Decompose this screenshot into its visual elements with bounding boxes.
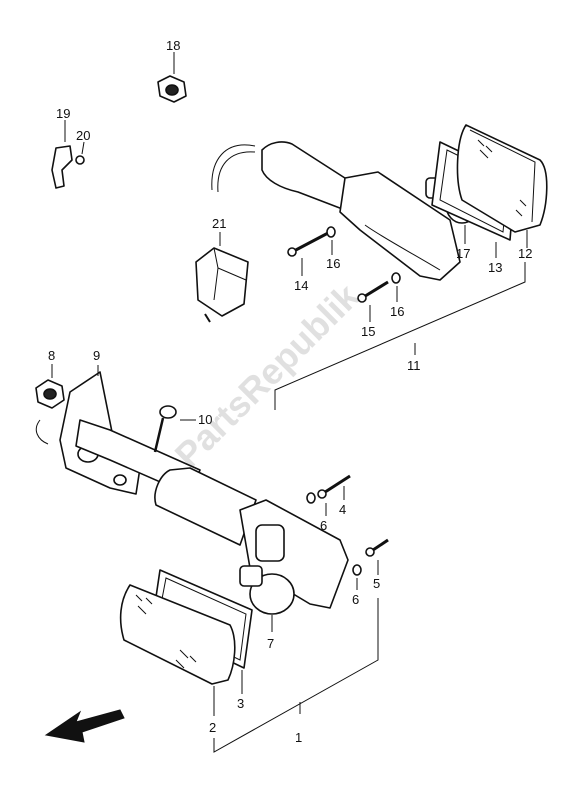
callout-5: 5 — [373, 576, 380, 591]
watermark: PartsRepublik — [167, 275, 368, 476]
callout-16a: 16 — [326, 256, 340, 271]
callout-2: 2 — [209, 720, 216, 735]
callout-6b: 6 — [352, 592, 359, 607]
callout-6a: 6 — [320, 518, 327, 533]
part-16-washer-b — [391, 272, 401, 284]
part-12-lens — [456, 124, 548, 233]
callout-7: 7 — [267, 636, 274, 651]
callout-3: 3 — [237, 696, 244, 711]
part-14-screw — [287, 230, 331, 257]
rear-signal-housing — [211, 141, 461, 281]
callout-15: 15 — [361, 324, 375, 339]
callout-16b: 16 — [390, 304, 404, 319]
part-2-lens — [119, 584, 236, 685]
callout-21: 21 — [212, 216, 226, 231]
part-5-screw — [365, 538, 389, 557]
callout-13: 13 — [488, 260, 502, 275]
part-10-screw — [153, 405, 177, 453]
part-6-washer-b — [352, 564, 362, 576]
part-16-washer-a — [326, 226, 336, 238]
callout-1: 1 — [295, 730, 302, 745]
callout-4: 4 — [339, 502, 346, 517]
callout-14: 14 — [294, 278, 308, 293]
part-8-nut — [35, 379, 65, 409]
part-20-screw — [75, 155, 85, 165]
part-21-relay — [195, 247, 249, 323]
callout-17: 17 — [456, 246, 470, 261]
callout-8: 8 — [48, 348, 55, 363]
callout-9: 9 — [93, 348, 100, 363]
callout-20: 20 — [76, 128, 90, 143]
callout-10: 10 — [198, 412, 212, 427]
callout-11: 11 — [407, 358, 421, 373]
part-7-bulb — [239, 565, 295, 615]
part-15-screw — [357, 280, 389, 303]
part-18-nut — [157, 75, 187, 103]
part-6-washer-a — [306, 492, 316, 504]
part-19-clip — [51, 145, 73, 189]
arrow-front-left-icon — [44, 709, 125, 743]
callout-12: 12 — [518, 246, 532, 261]
part-4-screw — [317, 474, 351, 499]
callout-19: 19 — [56, 106, 70, 121]
callout-18: 18 — [166, 38, 180, 53]
